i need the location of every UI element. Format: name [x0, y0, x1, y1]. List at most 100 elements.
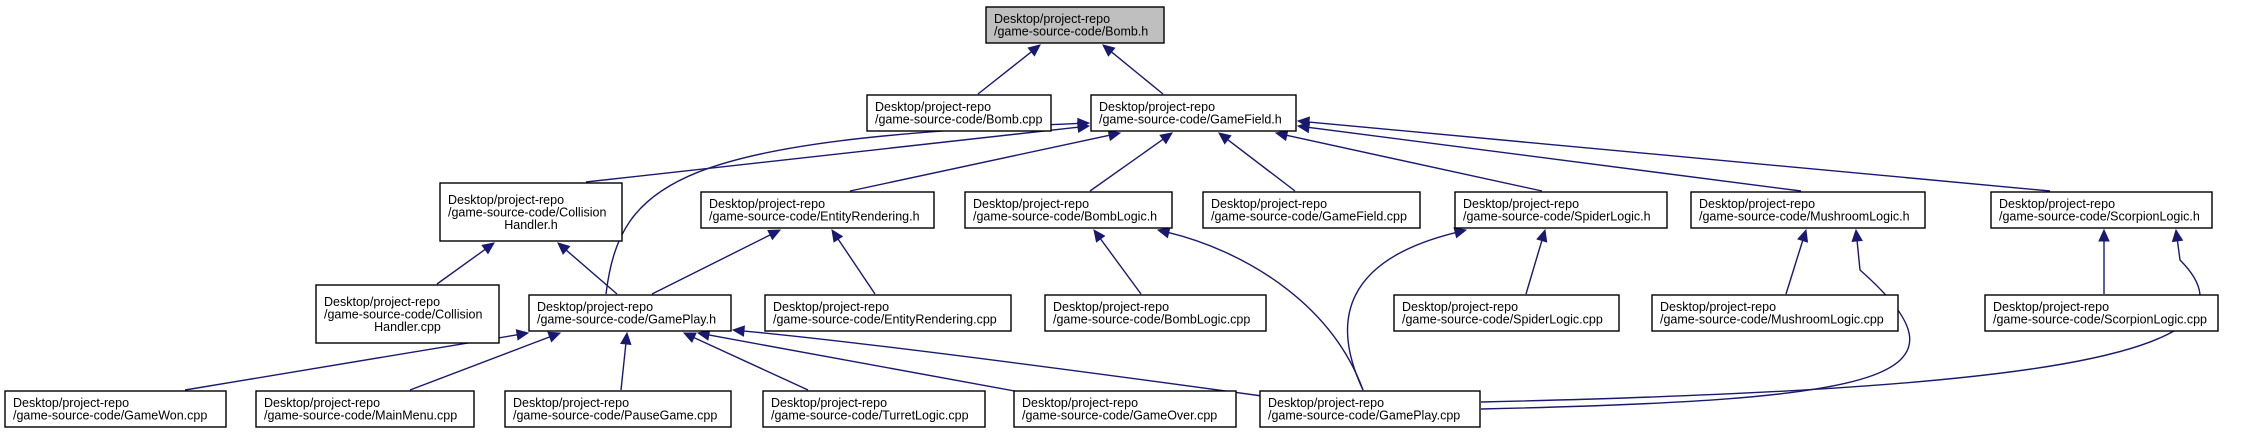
arrowhead-icon	[1093, 229, 1106, 243]
node-turretlogic_cpp[interactable]: Desktop/project-repo/game-source-code/Tu…	[762, 390, 986, 428]
edge-line	[585, 126, 1079, 183]
edge-line	[1168, 231, 1364, 391]
edge-bomb_cpp-to-bomb_h	[977, 44, 1041, 95]
node-label-line: /game-source-code/GameWon.cpp	[13, 409, 207, 423]
edge-line	[1480, 240, 2201, 403]
node-spiderlogic_cpp[interactable]: Desktop/project-repo/game-source-code/Sp…	[1393, 294, 1620, 332]
node-spiderlogic_h[interactable]: Desktop/project-repo/game-source-code/Sp…	[1454, 191, 1668, 229]
arrowhead-icon	[1156, 227, 1171, 239]
edge-entityrendering_cpp-to-entityrendering_h	[831, 228, 876, 295]
node-label-line: /game-source-code/GamePlay.cpp	[1268, 409, 1460, 423]
arrowhead-icon	[1077, 117, 1091, 130]
node-label-line: Desktop/project-repo	[1660, 300, 1776, 314]
node-collision_cpp[interactable]: Desktop/project-repo/game-source-code/Co…	[315, 284, 500, 344]
edge-pausegame_cpp-to-gameplay_h	[620, 331, 632, 391]
node-label-line: /game-source-code/GameField.h	[1099, 113, 1282, 127]
node-gameplay_h[interactable]: Desktop/project-repo/game-source-code/Ga…	[528, 294, 732, 332]
edge-spiderlogic_cpp-to-spiderlogic_h	[1525, 228, 1548, 295]
node-bomb_h[interactable]: Desktop/project-repo/game-source-code/Bo…	[985, 6, 1165, 44]
node-mainmenu_cpp[interactable]: Desktop/project-repo/game-source-code/Ma…	[255, 390, 475, 428]
node-gameplay_cpp[interactable]: Desktop/project-repo/game-source-code/Ga…	[1259, 390, 1481, 428]
edge-line	[1308, 126, 1802, 192]
node-label-line: /game-source-code/Bomb.h	[994, 25, 1148, 39]
edge-line	[1785, 240, 1804, 295]
node-label-line: /game-source-code/GameField.cpp	[1211, 210, 1407, 224]
arrowhead-icon	[1102, 44, 1116, 57]
arrowhead-icon	[1159, 132, 1173, 145]
node-entityrendering_cpp[interactable]: Desktop/project-repo/game-source-code/En…	[764, 294, 1012, 332]
node-label-line: /game-source-code/BombLogic.h	[973, 210, 1157, 224]
edge-gamefield_h-to-bomb_h	[1102, 44, 1164, 95]
node-box	[1651, 294, 1899, 332]
edge-line	[708, 334, 1021, 393]
node-label-line: /game-source-code/MainMenu.cpp	[264, 409, 457, 423]
node-label-line: Desktop/project-repo	[513, 396, 629, 410]
node-gamefield_cpp[interactable]: Desktop/project-repo/game-source-code/Ga…	[1202, 191, 1421, 229]
edge-mainmenu_cpp-to-gameplay_h	[409, 331, 562, 391]
edge-bomblogic_cpp-to-bomblogic_h	[1093, 229, 1142, 295]
node-label-line: Desktop/project-repo	[1999, 197, 2115, 211]
node-gameover_cpp[interactable]: Desktop/project-repo/game-source-code/Ga…	[1013, 390, 1237, 428]
edge-mushroomlogic_cpp-to-mushroomlogic_h	[1785, 228, 1809, 295]
edge-line	[977, 51, 1032, 95]
node-mushroomlogic_h[interactable]: Desktop/project-repo/game-source-code/Mu…	[1690, 191, 1926, 229]
arrowhead-icon	[1274, 129, 1289, 142]
arrowhead-icon	[1453, 227, 1468, 239]
node-label-line: /game-source-code/MushroomLogic.h	[1699, 210, 1910, 224]
node-label-line: /game-source-code/EntityRendering.h	[709, 210, 920, 224]
node-label-line: /game-source-code/ScorpionLogic.h	[1999, 210, 2200, 224]
arrowhead-icon	[1797, 228, 1809, 243]
node-box	[1202, 191, 1421, 229]
arrowhead-icon	[547, 331, 562, 343]
node-box	[528, 294, 732, 332]
node-box	[504, 390, 732, 428]
node-scorpionlogic_cpp[interactable]: Desktop/project-repo/game-source-code/Sc…	[1984, 294, 2219, 332]
node-box	[4, 390, 227, 428]
edge-line	[1286, 134, 1543, 192]
edge-line	[1525, 240, 1543, 295]
node-label-line: /game-source-code/SpiderLogic.cpp	[1402, 313, 1603, 327]
node-label-line: Handler.cpp	[374, 320, 441, 334]
edge-scorpionlogic_h-to-gamefield_h	[1296, 116, 2051, 192]
edge-mushroomlogic_h-to-gamefield_h	[1296, 121, 1802, 192]
edge-gameplay_cpp-to-spiderlogic_h	[1346, 227, 1468, 391]
node-gamewon_cpp[interactable]: Desktop/project-repo/game-source-code/Ga…	[4, 390, 227, 428]
node-label-line: /game-source-code/Collision	[448, 205, 606, 219]
arrowhead-icon	[682, 332, 697, 344]
edge-line	[565, 249, 618, 295]
edge-line	[1346, 231, 1456, 391]
edge-line	[1308, 121, 2051, 192]
edge-line	[743, 330, 1263, 397]
arrowhead-icon	[1536, 228, 1548, 243]
node-collision_h[interactable]: Desktop/project-repo/game-source-code/Co…	[439, 182, 623, 242]
node-label-line: /game-source-code/PauseGame.cpp	[513, 409, 717, 423]
node-label-line: Desktop/project-repo	[1993, 300, 2109, 314]
nodes-layer: Desktop/project-repo/game-source-code/Bo…	[4, 6, 2219, 428]
node-label-line: /game-source-code/TurretLogic.cpp	[771, 409, 969, 423]
node-label-line: Desktop/project-repo	[1463, 197, 1579, 211]
node-entityrendering_h[interactable]: Desktop/project-repo/game-source-code/En…	[700, 191, 935, 229]
node-box	[255, 390, 475, 428]
node-bomblogic_h[interactable]: Desktop/project-repo/game-source-code/Bo…	[964, 191, 1173, 229]
node-gamefield_h[interactable]: Desktop/project-repo/game-source-code/Ga…	[1090, 94, 1297, 132]
node-mushroomlogic_cpp[interactable]: Desktop/project-repo/game-source-code/Mu…	[1651, 294, 1899, 332]
node-bomb_cpp[interactable]: Desktop/project-repo/game-source-code/Bo…	[866, 94, 1052, 132]
arrowhead-icon	[1851, 228, 1863, 243]
node-scorpionlogic_h[interactable]: Desktop/project-repo/game-source-code/Sc…	[1990, 191, 2213, 229]
node-box	[1013, 390, 1237, 428]
edge-scorpionlogic_cpp-to-scorpionlogic_h	[2098, 228, 2110, 294]
node-box	[1393, 294, 1620, 332]
node-label-line: Desktop/project-repo	[1699, 197, 1815, 211]
edge-gameplay_cpp-to-bomblogic_h	[1156, 227, 1364, 391]
node-box	[964, 191, 1173, 229]
arrowhead-icon	[620, 331, 632, 346]
arrowhead-icon	[1296, 116, 1310, 128]
edge-gameplay_cpp-to-gameplay_h	[731, 325, 1263, 397]
node-pausegame_cpp[interactable]: Desktop/project-repo/game-source-code/Pa…	[504, 390, 732, 428]
edge-line	[620, 343, 627, 391]
node-bomblogic_cpp[interactable]: Desktop/project-repo/game-source-code/Bo…	[1044, 294, 1267, 332]
edge-line	[837, 238, 876, 295]
node-box	[1044, 294, 1267, 332]
node-box	[762, 390, 986, 428]
